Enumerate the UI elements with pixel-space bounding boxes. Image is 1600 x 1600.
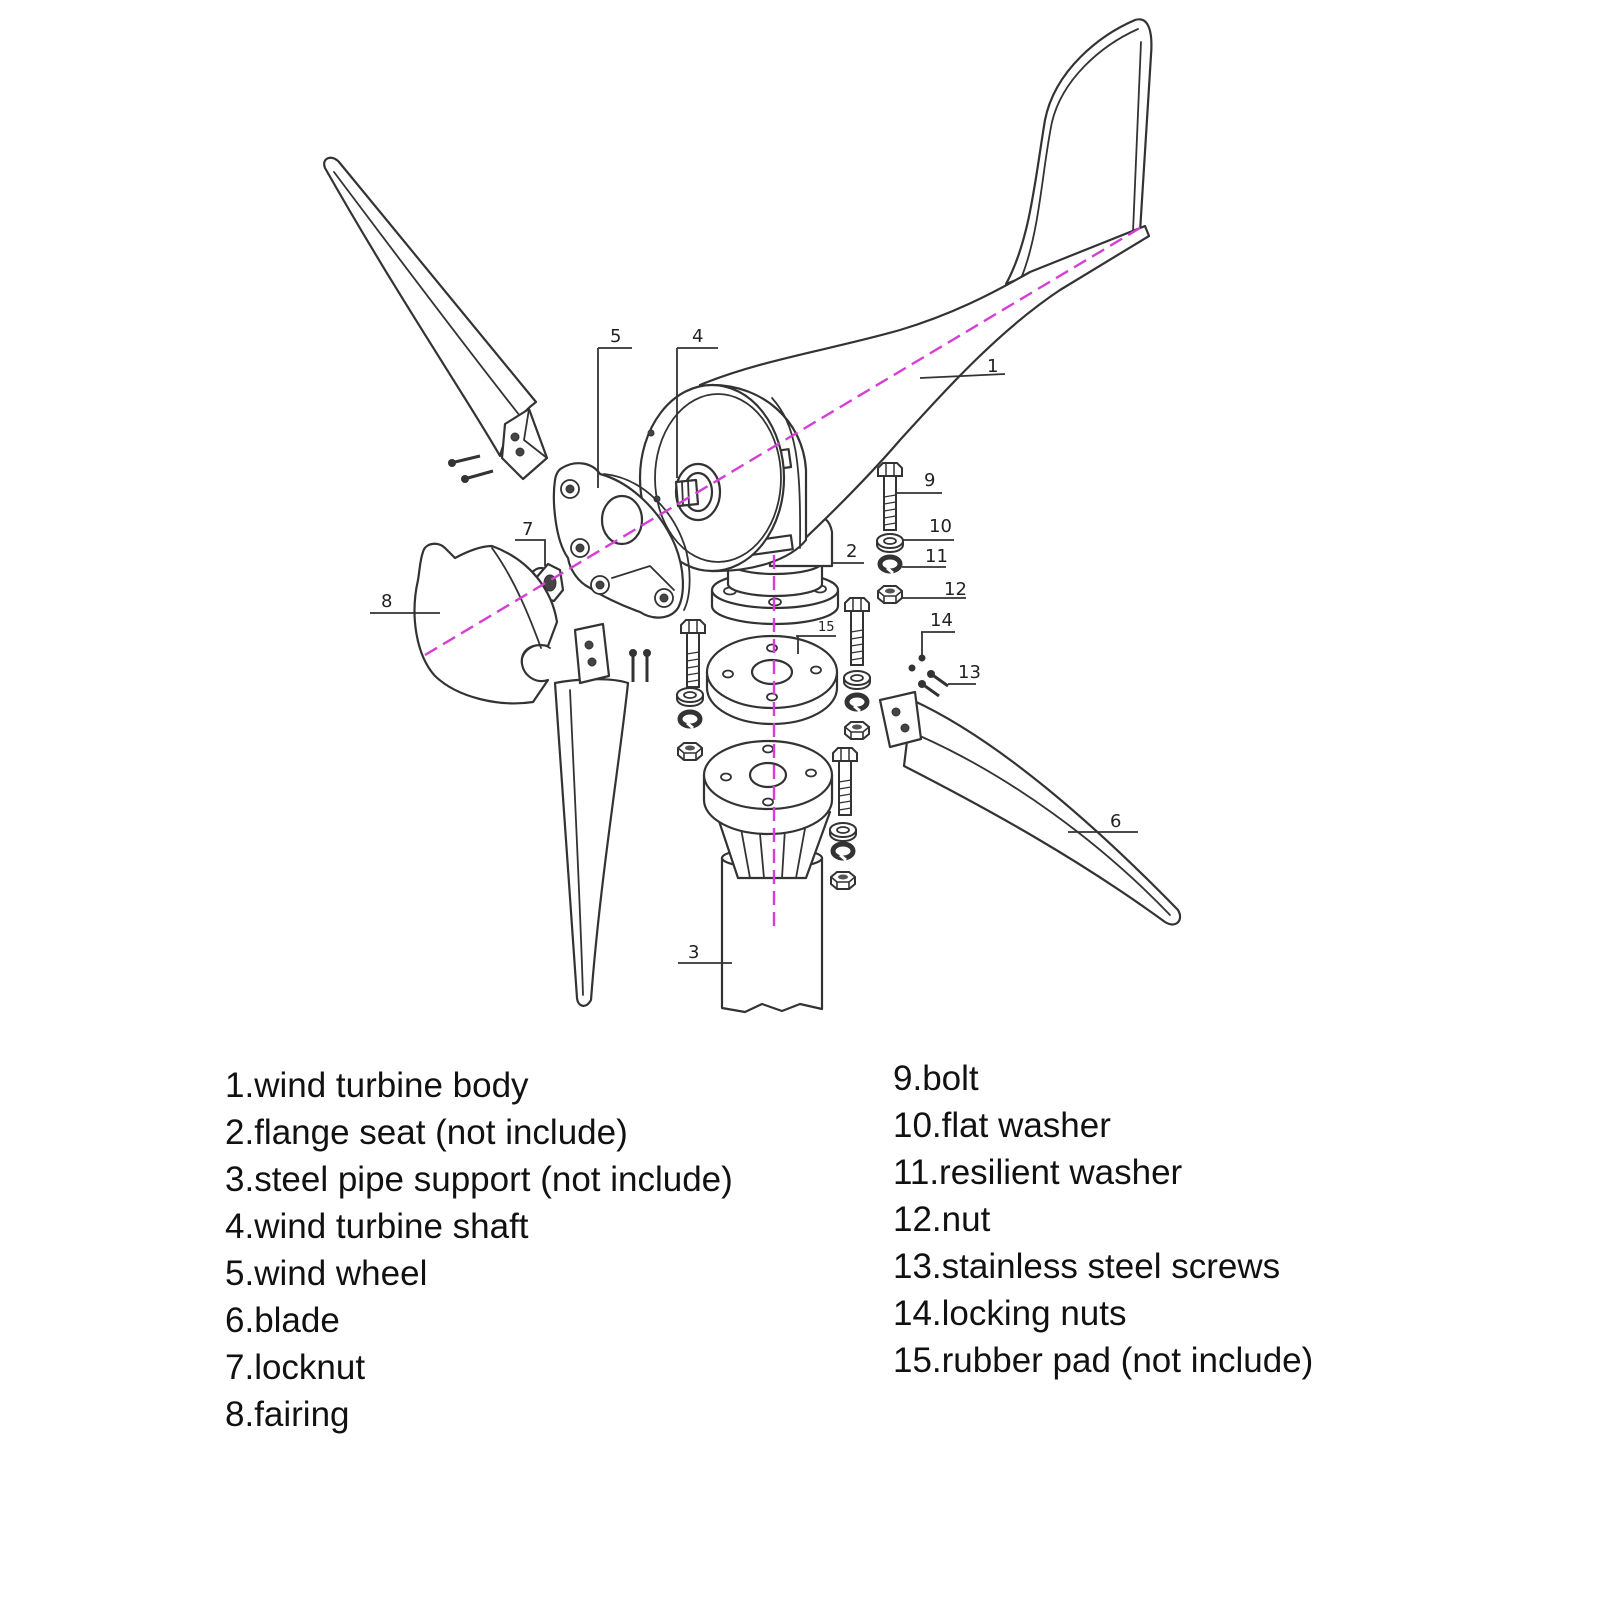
- callout-9: 9: [924, 470, 935, 491]
- bolt: [844, 597, 870, 666]
- blade-root-block: [500, 407, 549, 481]
- stainless-steel-screws-upper: [448, 454, 494, 483]
- flat-washer: [829, 822, 857, 842]
- flat-washer: [876, 533, 904, 553]
- stainless-steel-screws-center: [629, 649, 651, 682]
- parts-list-item: 9.bolt: [893, 1059, 979, 1098]
- parts-list-item: 3.steel pipe support (not include): [225, 1160, 733, 1199]
- parts-list-item: 11.resilient washer: [893, 1153, 1183, 1192]
- callout-4: 4: [692, 326, 703, 347]
- callout-7: 7: [522, 519, 533, 540]
- bolt: [680, 619, 706, 688]
- nut: [830, 871, 856, 890]
- fastener-stack-lower: [829, 747, 858, 890]
- fastener-stack-upper-right: [876, 462, 904, 604]
- parts-list-item: 2.flange seat (not include): [225, 1113, 628, 1152]
- resilient-washer: [680, 712, 700, 728]
- parts-list-right: 9.bolt 10.flat washer 11.resilient washe…: [893, 1055, 1313, 1384]
- callout-labels: 1 2 3 4 5 6 7 8 9 10 11 12 13 14 15: [381, 326, 1121, 963]
- rubber-pad: [705, 634, 839, 726]
- resilient-washer: [833, 844, 853, 860]
- parts-list-item: 1.wind turbine body: [225, 1066, 529, 1105]
- parts-list-item: 14.locking nuts: [893, 1294, 1127, 1333]
- fairing: [413, 542, 559, 705]
- parts-list-item: 7.locknut: [225, 1348, 366, 1387]
- blade-upper-left: [323, 156, 549, 481]
- resilient-washer: [880, 557, 900, 573]
- callout-2: 2: [846, 541, 857, 562]
- rotor-axis-line: [424, 223, 1146, 657]
- parts-list-item: 6.blade: [225, 1301, 340, 1340]
- callout-8: 8: [381, 591, 392, 612]
- blade-root-block: [878, 690, 923, 749]
- callout-10: 10: [929, 516, 952, 537]
- flat-washer: [843, 670, 871, 690]
- nut: [677, 742, 703, 761]
- parts-list-item: 13.stainless steel screws: [893, 1247, 1281, 1286]
- bolt: [877, 462, 903, 531]
- callout-3: 3: [688, 942, 699, 963]
- parts-list-item: 4.wind turbine shaft: [225, 1207, 529, 1246]
- stainless-steel-screws-right: [918, 670, 949, 698]
- blade-root-block: [573, 622, 611, 685]
- locking-nuts: [908, 654, 926, 672]
- parts-list-left: 1.wind turbine body 2.flange seat (not i…: [225, 1062, 733, 1438]
- wind-wheel: [552, 462, 691, 619]
- steel-pipe-support: [702, 739, 834, 1014]
- parts-list-item: 5.wind wheel: [225, 1254, 428, 1293]
- callout-14: 14: [930, 610, 953, 631]
- callout-12: 12: [944, 579, 967, 600]
- blade-lower-right: [878, 690, 1182, 926]
- tail-fin: [1004, 18, 1153, 286]
- resilient-washer: [847, 695, 867, 711]
- wind-turbine-body: [698, 224, 1151, 550]
- wind-turbine-exploded-diagram: 1 2 3 4 5 6 7 8 9 10 11 12 13 14 15: [323, 18, 1182, 1014]
- callout-15: 15: [818, 620, 835, 635]
- callout-13: 13: [958, 662, 981, 683]
- callout-5: 5: [610, 326, 621, 347]
- parts-list-item: 10.flat washer: [893, 1106, 1111, 1145]
- nut: [877, 585, 903, 604]
- callout-1: 1: [987, 356, 998, 377]
- parts-list-item: 12.nut: [893, 1200, 991, 1239]
- blade-lower-center: [553, 622, 630, 1007]
- callout-leaders: [370, 347, 1138, 964]
- fastener-stack-left: [676, 619, 706, 761]
- flat-washer: [676, 687, 704, 707]
- parts-list-item: 8.fairing: [225, 1395, 350, 1434]
- nut: [844, 721, 870, 740]
- fastener-stack-right: [843, 597, 871, 740]
- parts-list-item: 15.rubber pad (not include): [893, 1341, 1314, 1380]
- bolt: [832, 747, 858, 816]
- callout-6: 6: [1110, 811, 1121, 832]
- callout-11: 11: [925, 546, 948, 567]
